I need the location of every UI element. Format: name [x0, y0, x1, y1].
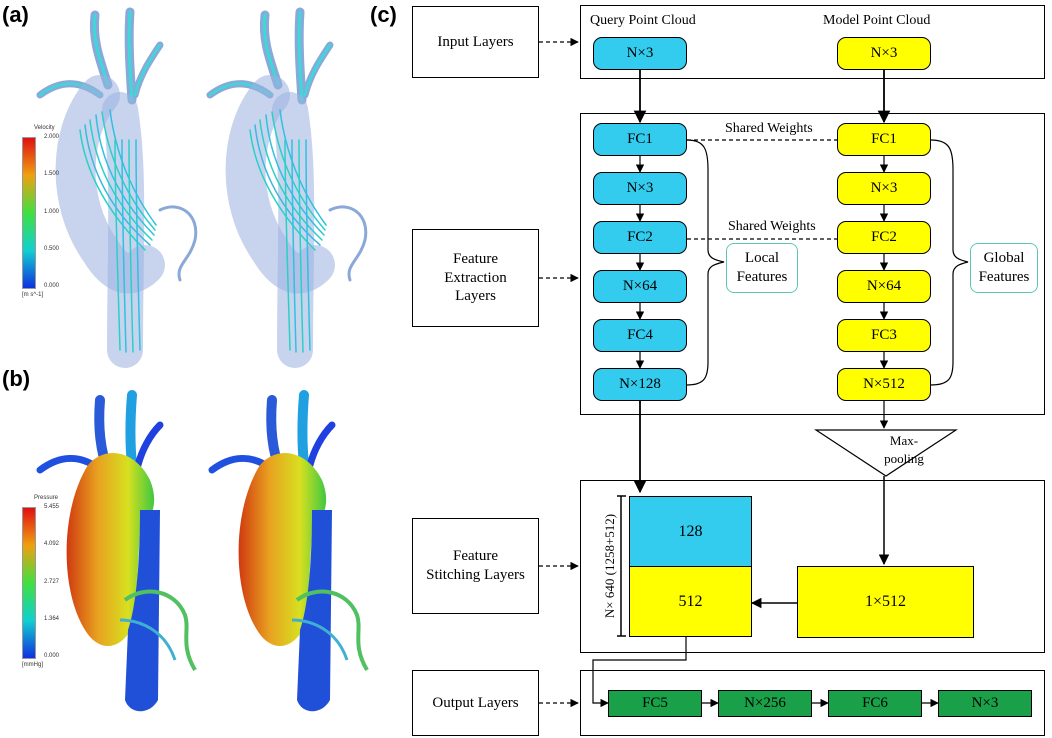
input-layers-label: Input Layers [412, 6, 539, 78]
model-node: N×64 [837, 270, 931, 303]
velocity-tick: 1.500 [44, 171, 60, 177]
global-features-tag: Global Features [970, 243, 1038, 293]
velocity-tick: 2.000 [44, 134, 60, 140]
shared-weights-label: Shared Weights [725, 121, 813, 136]
model-node: FC3 [837, 319, 931, 352]
velocity-tick: 1.000 [44, 209, 60, 215]
query-point-cloud-title: Query Point Cloud [590, 13, 696, 28]
output-section-frame [580, 670, 1045, 736]
pressure-legend-title: Pressure [34, 495, 59, 501]
local-features-tag: Local Features [726, 243, 798, 293]
query-node: FC2 [593, 221, 687, 254]
velocity-colorbar [22, 137, 36, 289]
pressure-tick: 2.727 [44, 579, 60, 585]
shared-weights-label: Shared Weights [728, 219, 816, 234]
feature-extraction-layers-label: Feature Extraction Layers [412, 229, 539, 327]
pressure-tick: 1.364 [44, 616, 60, 622]
aorta-velocity-streamlines [36, 0, 370, 370]
stitch-dimension-label: N× 640 (1258+512) [602, 513, 617, 619]
velocity-tick: 0.500 [44, 246, 60, 252]
panel-label-b: (b) [2, 366, 31, 391]
pressure-colorbar [22, 507, 36, 659]
output-node: FC5 [608, 690, 702, 717]
panel-label-c: (c) [370, 2, 397, 27]
stitched-block-128: 128 [629, 496, 752, 567]
velocity-legend-title: Velocity [34, 125, 55, 131]
model-node: N×3 [837, 172, 931, 205]
pooled-global-block: 1×512 [797, 566, 974, 638]
stitched-block-512: 512 [629, 566, 752, 637]
velocity-tick: 0.000 [44, 283, 60, 289]
panel-label-a: (a) [2, 2, 29, 27]
pressure-tick: 0.000 [44, 653, 60, 659]
velocity-unit: [m s^-1] [22, 292, 44, 298]
stitching-section-frame [580, 480, 1045, 653]
output-node: N×3 [938, 690, 1032, 717]
query-node: FC1 [593, 123, 687, 156]
query-node: N×3 [593, 172, 687, 205]
model-node: N×512 [837, 368, 931, 401]
query-node: N×64 [593, 270, 687, 303]
max-pooling-label: Max-pooling [884, 433, 924, 466]
pressure-unit: [mmHg] [22, 662, 43, 668]
model-node: FC2 [837, 221, 931, 254]
feature-stitching-layers-label: Feature Stitching Layers [412, 518, 539, 614]
model-point-cloud-title: Model Point Cloud [823, 13, 931, 28]
model-input-node: N×3 [837, 37, 931, 70]
output-layers-label: Output Layers [412, 670, 539, 736]
pressure-tick: 5.455 [44, 504, 60, 510]
output-node: N×256 [718, 690, 812, 717]
pressure-tick: 4.092 [44, 541, 60, 547]
query-node: N×128 [593, 368, 687, 401]
model-node: FC1 [837, 123, 931, 156]
output-node: FC6 [828, 690, 922, 717]
velocity-legend: Velocity 2.000 1.500 1.000 0.500 0.000 [… [20, 125, 80, 298]
extraction-section-frame [580, 113, 1045, 415]
pressure-legend: Pressure 5.455 4.092 2.727 1.364 0.000 [… [20, 495, 80, 668]
input-section-frame [580, 5, 1045, 79]
query-input-node: N×3 [593, 37, 687, 70]
query-node: FC4 [593, 319, 687, 352]
aorta-pressure-map [36, 390, 370, 738]
